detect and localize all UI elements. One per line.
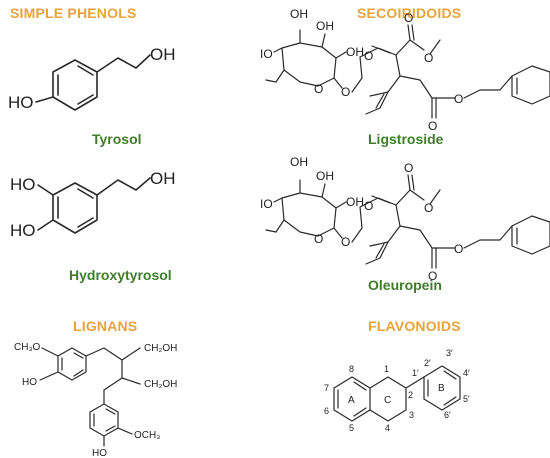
tyrosol-oh-label: OH — [150, 45, 176, 64]
category-simple-phenols: SIMPLE PHENOLS — [10, 5, 137, 21]
flavonoid-ring-a-label: A — [348, 395, 355, 406]
flavonoid-num-3p: 3′ — [446, 348, 453, 358]
ligstroside-ester-o-label: O — [404, 11, 413, 25]
lignan-ch2oh-label-2: CH₂OH — [144, 379, 177, 390]
flavonoid-num-6p: 6′ — [444, 410, 451, 420]
flavonoid-num-8: 8 — [349, 364, 354, 374]
lignan-ho-label-2: HO — [92, 448, 107, 458]
ligstroside-oh-label-3: OH — [346, 45, 364, 59]
hydroxytyrosol-oh-label: OH — [150, 169, 176, 188]
hydroxytyrosol-ho-label-1: HO — [10, 175, 36, 194]
ligstroside-link-o-label: O — [454, 92, 463, 106]
ligstroside-oh-label-2: OH — [316, 19, 334, 33]
ligstroside-methoxy-o-label: O — [424, 51, 433, 65]
compound-name-ligstroside: Ligstroside — [368, 131, 444, 147]
lignan-och3-label: OCH₃ — [134, 430, 160, 441]
lignan-ch3o-label: CH₃O — [14, 342, 41, 353]
flavonoid-num-4: 4 — [385, 423, 390, 433]
flavonoid-num-2p: 2′ — [424, 358, 431, 368]
flavonoid-ring-c-label: C — [384, 395, 391, 406]
ligstroside-ring-o-label: O — [314, 82, 323, 96]
hydroxytyrosol-structure: OH HO HO — [10, 169, 176, 240]
oleuropein-glyco-o-label: O — [341, 235, 350, 249]
flavonoid-num-6: 6 — [324, 406, 329, 416]
flavonoid-structure: A C B 1 2 3 4 5 6 7 8 1′ 2′ 3′ 4′ 5′ 6′ — [324, 348, 470, 433]
oleuropein-ester-o-label: O — [404, 161, 413, 175]
lignan-structure: CH₃O HO CH₂OH CH₂OH OCH₃ HO — [14, 342, 177, 458]
oleuropein-oh-label-3: OH — [346, 195, 364, 209]
category-secoiridoids: SECOIRIDOIDS — [357, 5, 462, 21]
flavonoid-num-1p: 1′ — [412, 368, 419, 378]
lignan-ho-label-1: HO — [22, 377, 37, 388]
flavonoid-num-5p: 5′ — [463, 394, 470, 404]
ligstroside-carbonyl-o-label: O — [428, 119, 437, 133]
category-lignans: LIGNANS — [73, 318, 138, 334]
oleuropein-pyran-o-label: O — [364, 199, 373, 213]
flavonoid-num-2: 2 — [408, 390, 413, 400]
oleuropein-io-label: IO — [260, 197, 273, 211]
compound-name-tyrosol: Tyrosol — [92, 131, 142, 147]
compound-name-hydroxytyrosol: Hydroxytyrosol — [69, 267, 172, 283]
flavonoid-num-1: 1 — [384, 364, 389, 374]
flavonoid-num-4p: 4′ — [463, 368, 470, 378]
tyrosol-ho-label: HO — [8, 93, 34, 112]
oleuropein-methoxy-o-label: O — [424, 201, 433, 215]
ligstroside-oh-label-1: OH — [290, 7, 308, 21]
flavonoid-num-3: 3 — [409, 410, 414, 420]
ligstroside-structure: OH OH OH IO O O O O O O O — [260, 7, 550, 133]
oleuropein-ring-o-label: O — [314, 232, 323, 246]
lignan-ch2oh-label-1: CH₂OH — [144, 343, 177, 354]
oleuropein-oh-label-2: OH — [316, 169, 334, 183]
flavonoid-ring-b-label: B — [438, 383, 445, 394]
flavonoid-num-7: 7 — [324, 383, 329, 393]
ligstroside-pyran-o-label: O — [364, 49, 373, 63]
oleuropein-oh-label-1: OH — [290, 155, 308, 169]
oleuropein-carbonyl-o-label: O — [428, 269, 437, 283]
category-flavonoids: FLAVONOIDS — [368, 318, 461, 334]
hydroxytyrosol-ho-label-2: HO — [10, 221, 36, 240]
ligstroside-io-label: IO — [260, 47, 273, 61]
flavonoid-num-5: 5 — [349, 423, 354, 433]
oleuropein-structure: OH OH OH IO O O O O O O O — [260, 155, 550, 283]
ligstroside-glyco-o-label: O — [341, 85, 350, 99]
tyrosol-structure: OH HO — [8, 45, 176, 112]
compound-name-oleuropein: Oleuropein — [368, 277, 442, 293]
oleuropein-link-o-label: O — [454, 242, 463, 256]
